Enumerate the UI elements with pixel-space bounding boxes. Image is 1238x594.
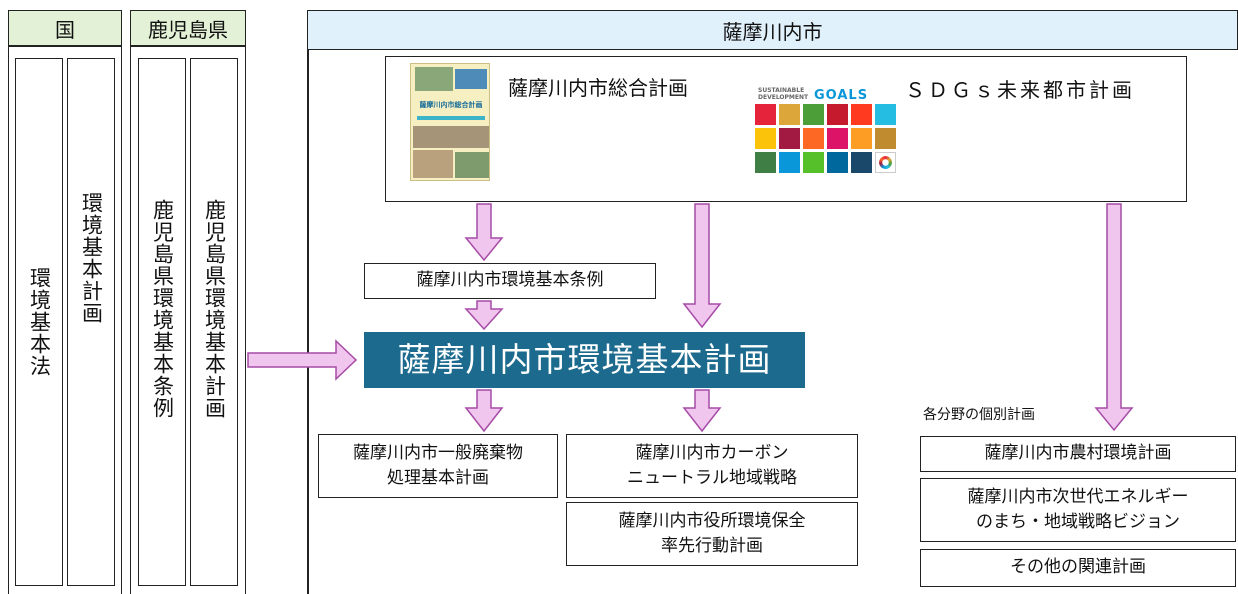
prefecture-column <box>130 46 246 594</box>
national-column <box>8 46 122 594</box>
comprehensive-plan-label: 薩摩川内市総合計画 <box>508 76 688 100</box>
arrow-top-to-basic-plan <box>682 203 722 329</box>
sdg-goal-icon <box>875 104 896 125</box>
rural-plan-box: 薩摩川内市農村環境計画 <box>920 436 1236 472</box>
header-prefecture: 鹿児島県 <box>130 10 246 46</box>
sdgs-logo: SUSTAINABLE DEVELOPMENT GOALS <box>758 87 873 103</box>
header-city-label: 薩摩川内市 <box>722 19 823 44</box>
waste-plan-box: 薩摩川内市一般廃棄物 処理基本計画 <box>318 434 558 498</box>
header-prefecture-label: 鹿児島県 <box>148 17 228 42</box>
header-city: 薩摩川内市 <box>307 10 1238 50</box>
sdg-goal-icon <box>755 128 776 149</box>
individual-plans-label: 各分野の個別計画 <box>923 407 1035 423</box>
sdgs-plan-label: ＳＤＧｓ未来都市計画 <box>905 78 1135 102</box>
sdg-goal-icon <box>779 104 800 125</box>
arrow-basic-to-waste <box>464 389 504 433</box>
sdg-goal-icon <box>827 128 848 149</box>
sdg-goal-icon <box>779 128 800 149</box>
sdg-goal-icon <box>803 104 824 125</box>
sdg-goal-icon <box>827 104 848 125</box>
arrow-basic-to-carbon <box>682 389 722 433</box>
sdgs-icon-grid <box>755 104 901 174</box>
waste-plan-label: 薩摩川内市一般廃棄物 処理基本計画 <box>353 442 523 489</box>
office-plan-label: 薩摩川内市役所環境保全 率先行動計画 <box>618 510 806 557</box>
prefecture-ordinance-box: 鹿児島県環境基本条例 <box>138 58 186 586</box>
sdg-goal-icon <box>851 104 872 125</box>
sdg-goal-icon <box>803 128 824 149</box>
city-ordinance-label: 薩摩川内市環境基本条例 <box>416 270 604 291</box>
office-plan-box: 薩摩川内市役所環境保全 率先行動計画 <box>566 502 858 566</box>
national-plan-label: 環境基本計画 <box>79 192 104 324</box>
sdg-goal-icon <box>827 152 848 173</box>
comprehensive-plan-cover-image: 薩摩川内市総合計画 <box>410 63 490 181</box>
arrow-ordinance-to-basic-plan <box>464 300 504 331</box>
sdg-wheel-icon <box>879 156 892 169</box>
rural-plan-label: 薩摩川内市農村環境計画 <box>984 443 1172 464</box>
city-column-border <box>307 50 309 594</box>
national-law-box: 環境基本法 <box>15 58 63 586</box>
other-plans-label: その他の関連計画 <box>1010 557 1146 578</box>
energy-vision-box: 薩摩川内市次世代エネルギー のまち・地域戦略ビジョン <box>920 478 1236 542</box>
sdg-goal-icon <box>875 128 896 149</box>
other-plans-box: その他の関連計画 <box>920 549 1236 587</box>
sdg-goal-icon <box>875 152 896 173</box>
carbon-strategy-box: 薩摩川内市カーボン ニュートラル地域戦略 <box>566 434 858 498</box>
national-law-label: 環境基本法 <box>27 267 52 377</box>
sdg-goal-icon <box>755 104 776 125</box>
prefecture-plan-box: 鹿児島県環境基本計画 <box>190 58 238 586</box>
header-national: 国 <box>8 10 122 46</box>
sdg-goal-icon <box>851 128 872 149</box>
sdgs-logo-text: SUSTAINABLE DEVELOPMENT <box>758 87 809 101</box>
sdgs-goals-text: GOALS <box>814 88 869 103</box>
city-basic-plan-label: 薩摩川内市環境基本計画 <box>397 340 772 380</box>
sdg-goal-icon <box>755 152 776 173</box>
cover-title: 薩摩川内市総合計画 <box>419 101 483 109</box>
sdg-goal-icon <box>803 152 824 173</box>
energy-vision-label: 薩摩川内市次世代エネルギー のまち・地域戦略ビジョン <box>967 486 1189 533</box>
arrow-prefecture-to-basic-plan <box>247 339 358 381</box>
sdg-goal-icon <box>779 152 800 173</box>
prefecture-plan-label: 鹿児島県環境基本計画 <box>202 199 227 419</box>
carbon-strategy-label: 薩摩川内市カーボン ニュートラル地域戦略 <box>627 442 797 489</box>
arrow-top-to-ordinance <box>464 203 504 262</box>
sdg-goal-icon <box>851 152 872 173</box>
header-national-label: 国 <box>55 17 75 42</box>
national-plan-box: 環境基本計画 <box>67 58 115 586</box>
city-ordinance-box: 薩摩川内市環境基本条例 <box>364 263 656 299</box>
arrow-top-to-individual-plans <box>1094 203 1134 432</box>
city-basic-plan-box: 薩摩川内市環境基本計画 <box>364 332 805 388</box>
prefecture-ordinance-label: 鹿児島県環境基本条例 <box>150 199 175 419</box>
